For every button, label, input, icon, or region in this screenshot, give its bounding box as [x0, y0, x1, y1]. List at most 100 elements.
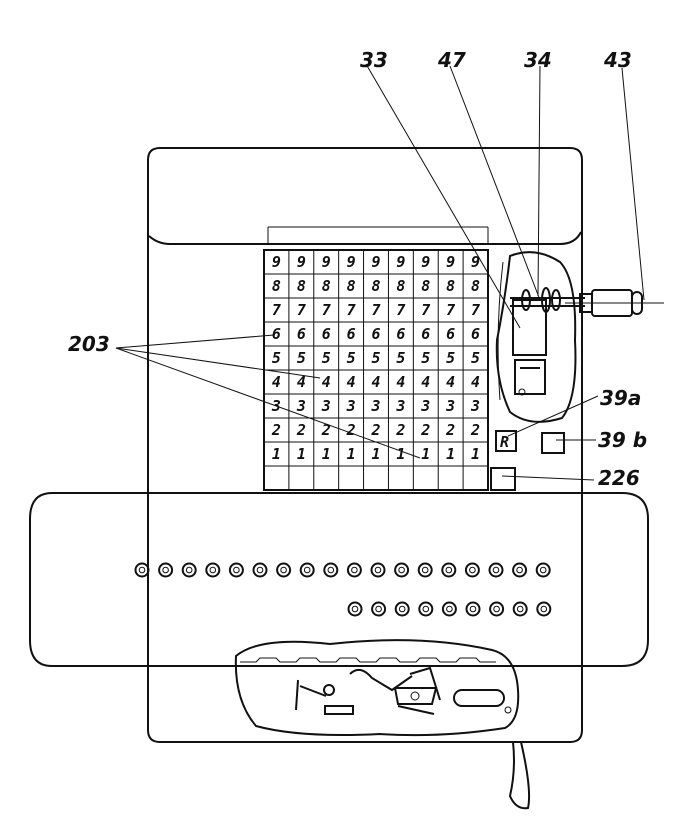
dial-center — [493, 605, 500, 613]
key-digit: 4 — [471, 373, 480, 391]
dial — [418, 601, 434, 617]
top-cover — [148, 231, 582, 245]
lower-dial-row — [347, 601, 552, 617]
key-digit: 3 — [321, 397, 331, 415]
key-digit: 2 — [271, 421, 281, 439]
key-digit: 9 — [297, 253, 306, 271]
key-digit: 5 — [297, 349, 306, 367]
key-digit: 6 — [446, 325, 455, 343]
dial — [370, 562, 386, 578]
dial-center — [351, 605, 359, 613]
dial-center — [469, 566, 476, 574]
key-digit: 3 — [420, 397, 430, 415]
key-digit: 8 — [371, 277, 380, 295]
key-digit: 3 — [296, 397, 306, 415]
key-digit: 1 — [272, 445, 281, 463]
key-digit: 9 — [371, 253, 380, 271]
dial — [371, 601, 387, 617]
dial — [441, 562, 457, 578]
dial — [134, 562, 150, 578]
ref-33: 33 — [360, 48, 388, 72]
dial — [299, 562, 315, 578]
key-digit: 2 — [346, 421, 356, 439]
dial-center — [209, 566, 217, 574]
key-digit: 4 — [347, 373, 356, 391]
dial-center — [540, 605, 548, 613]
dial-center — [421, 566, 429, 574]
key-digit: 1 — [371, 445, 380, 463]
key-digit: 6 — [471, 325, 480, 343]
ref-43: 43 — [604, 48, 632, 72]
key-digit: 8 — [396, 277, 405, 295]
key-digit: 7 — [446, 301, 455, 319]
key-digit: 8 — [272, 277, 281, 295]
dial-center — [492, 566, 500, 574]
key-digit: 9 — [446, 253, 455, 271]
dial-center — [398, 566, 405, 574]
key-digit: 4 — [322, 373, 331, 391]
key-digit: 1 — [421, 445, 430, 463]
dial-center — [445, 566, 453, 574]
dial — [158, 562, 174, 578]
reset-key-letter: R — [500, 433, 509, 451]
upper-dial-row — [134, 562, 551, 578]
key-digit: 8 — [446, 277, 455, 295]
dial-center — [138, 566, 146, 574]
front-panel — [29, 492, 649, 667]
dial — [489, 601, 505, 617]
key-digit: 1 — [297, 445, 306, 463]
key-digit: 2 — [321, 421, 331, 439]
key-digit: 9 — [471, 253, 480, 271]
dial — [346, 562, 362, 578]
key-digit: 4 — [396, 373, 405, 391]
dial — [347, 601, 363, 617]
dial-center — [516, 605, 524, 613]
dial-center — [256, 566, 264, 574]
dial-center — [539, 566, 547, 574]
dial-center — [375, 605, 382, 613]
key-digit: 1 — [347, 445, 356, 463]
dial-center — [327, 566, 335, 574]
dial-center — [303, 566, 311, 574]
key-digit: 5 — [396, 349, 405, 367]
dial — [252, 562, 268, 578]
key-39a — [495, 430, 517, 452]
ref-39a: 39a — [600, 386, 642, 410]
ref-39b: 39 b — [598, 428, 648, 452]
leader-lines — [115, 63, 645, 481]
dial — [535, 562, 551, 578]
dial — [441, 601, 457, 617]
key-digit: 7 — [371, 301, 380, 319]
key-digit: 7 — [421, 301, 430, 319]
key-digit: 6 — [396, 325, 405, 343]
key-digit: 4 — [421, 373, 430, 391]
key-digit: 2 — [420, 421, 430, 439]
key-digit: 7 — [297, 301, 306, 319]
crank-cutaway — [495, 251, 585, 423]
key-digit: 1 — [396, 445, 405, 463]
dial-center — [233, 566, 240, 574]
key-digit: 9 — [396, 253, 405, 271]
ref-203: 203 — [68, 332, 110, 356]
key-digit: 7 — [471, 301, 480, 319]
dial — [276, 562, 292, 578]
key-digit: 6 — [347, 325, 356, 343]
dial — [323, 562, 339, 578]
key-digit: 6 — [322, 325, 331, 343]
key-digit: 8 — [322, 277, 331, 295]
key-digit: 5 — [471, 349, 480, 367]
key-digit: 5 — [347, 349, 356, 367]
dial-center — [280, 566, 287, 574]
key-digit: 2 — [296, 421, 306, 439]
key-digit: 7 — [272, 301, 281, 319]
key-digit: 6 — [272, 325, 281, 343]
key-39b — [541, 432, 565, 454]
dial-center — [422, 605, 430, 613]
key-digit: 1 — [322, 445, 331, 463]
key-digit: 6 — [371, 325, 380, 343]
dial — [512, 601, 528, 617]
key-digit: 5 — [446, 349, 455, 367]
key-digit: 6 — [421, 325, 430, 343]
